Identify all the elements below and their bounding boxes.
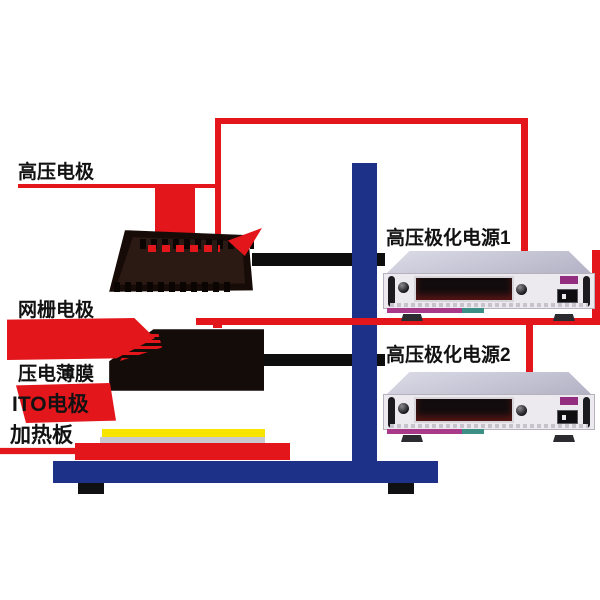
maker-label-band <box>387 429 483 434</box>
heater-plate-yellow-layer <box>102 429 265 437</box>
device-front-panel <box>383 273 595 313</box>
label-smudge <box>462 429 484 434</box>
label-heater-plate: 加热板 <box>10 424 73 447</box>
label-power-supply-2: 高压极化电源2 <box>386 345 511 366</box>
rack-handle-left <box>388 397 395 428</box>
label-power-supply-1: 高压极化电源1 <box>386 228 511 249</box>
device-foot <box>401 435 423 442</box>
wire1-top-horizontal <box>215 118 528 124</box>
knob-icon <box>516 405 527 416</box>
label-piezo-film: 压电薄膜 <box>18 364 95 385</box>
stand-base <box>53 461 438 483</box>
vent-row <box>390 303 588 307</box>
device-top-panel <box>387 372 591 394</box>
wire2-drop-to-ps2 <box>526 318 533 374</box>
hv-electrode-pointer-line <box>18 184 216 188</box>
device-foot <box>553 435 575 442</box>
power-supply-1-device <box>383 251 595 321</box>
wire1-left-vertical <box>215 118 221 240</box>
label-hv-electrode: 高压电极 <box>18 162 95 183</box>
knob-icon <box>398 403 409 414</box>
heater-red-layer <box>75 443 290 460</box>
label-ito-electrode: ITO电极 <box>12 393 89 416</box>
knob-icon <box>398 282 409 293</box>
hv-electrode-red-bar <box>155 186 195 234</box>
knob-icon <box>516 284 527 295</box>
device-front-panel <box>383 394 595 434</box>
stand-foot-right <box>388 483 414 494</box>
rack-handle-left <box>388 276 395 307</box>
corona-discharge-dashes <box>148 245 220 252</box>
wire2-right-vertical <box>592 250 600 325</box>
rack-handle-right <box>583 276 590 307</box>
corona-pins-top <box>140 239 254 249</box>
vent-row <box>390 424 588 428</box>
device-foot <box>401 314 423 321</box>
device-foot <box>553 314 575 321</box>
stand-post <box>352 163 377 463</box>
ito-electrode-banner <box>16 383 116 423</box>
corona-plate-upper <box>106 226 264 296</box>
power-supply-2-device <box>383 372 595 442</box>
wire1-drop-to-ps1 <box>521 118 528 252</box>
device-display <box>414 276 514 302</box>
corona-pins-bottom <box>114 282 234 292</box>
brand-badge <box>560 397 578 405</box>
label-grid-electrode: 网栅电极 <box>18 300 95 321</box>
plate1-to-ps1-wire <box>252 253 385 266</box>
device-top-panel <box>387 251 591 273</box>
rack-handle-right <box>583 397 590 428</box>
maker-label-band <box>387 308 483 313</box>
power-switch <box>557 410 578 424</box>
power-switch <box>557 289 578 303</box>
device-display <box>414 397 514 423</box>
wire2-over-post <box>340 318 600 325</box>
stand-foot-left <box>78 483 104 494</box>
ito-silver-layer <box>100 437 265 443</box>
brand-badge <box>560 276 578 284</box>
label-smudge <box>462 308 484 313</box>
